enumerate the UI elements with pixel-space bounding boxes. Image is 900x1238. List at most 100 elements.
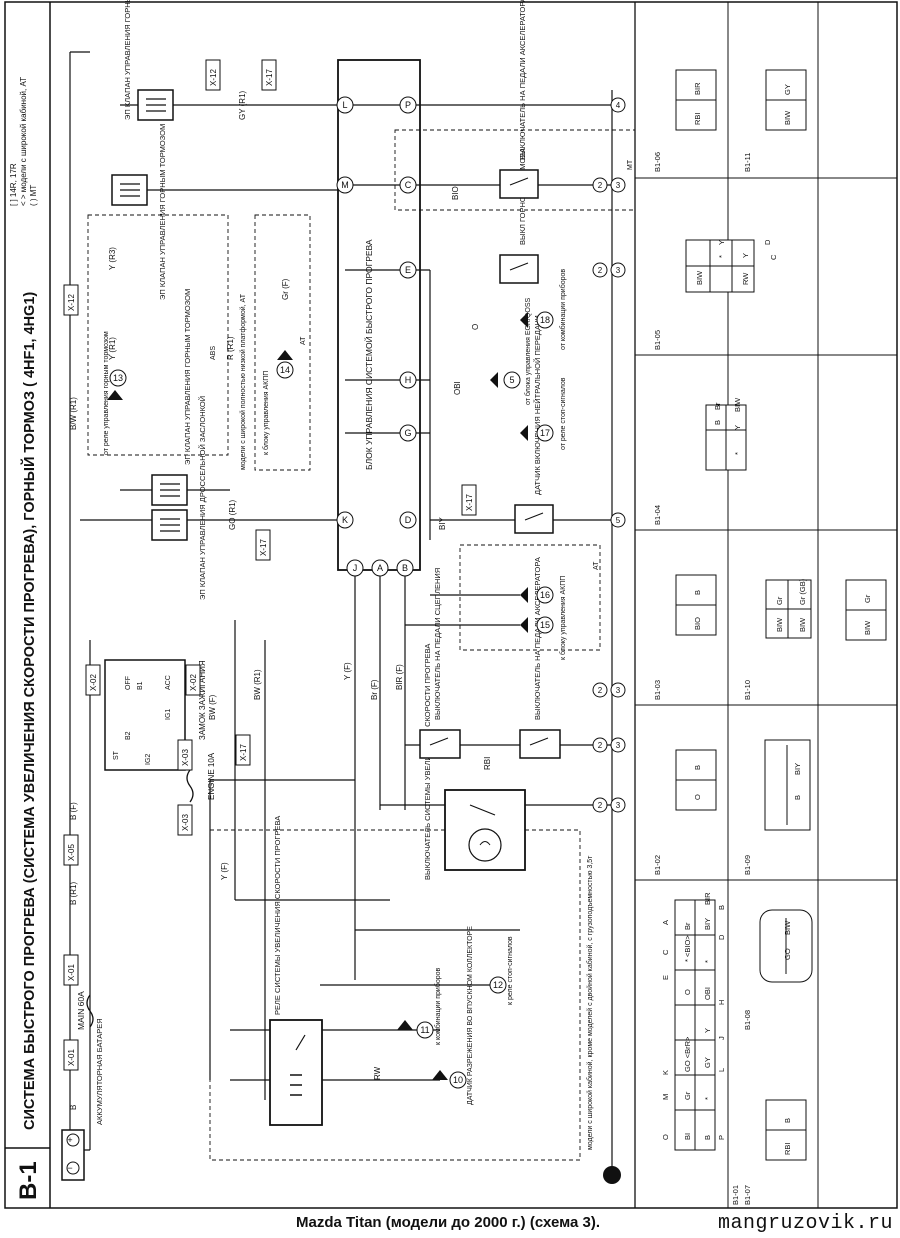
main-fuse-label: MAIN 60A	[76, 991, 86, 1030]
svg-text:ST: ST	[113, 750, 120, 760]
legend-line-3: ( ) MT	[29, 185, 38, 206]
svg-text:MT: MT	[627, 159, 634, 170]
svg-text:X-05: X-05	[67, 844, 76, 861]
x-connector-6: X-02	[85, 664, 101, 696]
cu-pin-p: P	[399, 96, 417, 114]
svg-text:OFF: OFF	[125, 676, 132, 690]
ignition-switch-box	[104, 659, 186, 771]
svg-text:12: 12	[493, 980, 503, 990]
connector-b1-09: B1-09 B BIY	[743, 739, 811, 875]
svg-text:2: 2	[598, 801, 603, 810]
warmup-relay-box	[269, 1019, 323, 1126]
svg-text:Gr: Gr	[683, 1091, 692, 1100]
svg-text:BIW: BIW	[695, 270, 704, 285]
svg-text:BIR: BIR	[693, 82, 702, 95]
connector-b1-06: B1-06 RBI BIR	[653, 69, 717, 172]
svg-text:GY: GY	[783, 84, 792, 95]
ground-pin-9: 3	[610, 262, 626, 278]
svg-text:BIR (F): BIR (F)	[395, 664, 404, 690]
svg-text:3: 3	[616, 181, 621, 190]
warmup-switch-label: ВЫКЛЮЧАТЕЛЬ СИСТЕМЫ УВЕЛИЧЕНИЯ СКОРОСТИ …	[423, 644, 432, 880]
connector-grid	[635, 2, 897, 1208]
svg-text:*: *	[733, 452, 742, 455]
svg-text:B1-05: B1-05	[653, 330, 662, 350]
svg-text:GY (R1): GY (R1)	[238, 90, 247, 120]
svg-text:OBI: OBI	[453, 381, 462, 395]
connector-b1-04: B1-04 B Br * Y BIW	[653, 397, 747, 525]
connector-b1-08: B1-08 GO BIW	[743, 909, 813, 1030]
svg-text:B1-06: B1-06	[653, 152, 662, 172]
svg-text:*: *	[717, 255, 726, 258]
svg-text:Y (R1): Y (R1)	[108, 337, 117, 360]
svg-text:−: −	[67, 1163, 72, 1173]
svg-text:BW (F): BW (F)	[208, 694, 217, 720]
neutral-sensor-symbol	[514, 504, 554, 534]
accel-switch-07-symbol	[519, 729, 561, 759]
svg-text:P: P	[717, 1135, 726, 1140]
svg-text:ДАТЧИК РАЗРЕЖЕНИЯ ВО ВПУСКНОМ: ДАТЧИК РАЗРЕЖЕНИЯ ВО ВПУСКНОМ КОЛЛЕКТОРЕ	[467, 926, 474, 1105]
svg-text:B1-11: B1-11	[743, 153, 752, 172]
warmup-relay-label: РЕЛЕ СИСТЕМЫ УВЕЛИЧЕНИЯ СКОРОСТИ ПРОГРЕВ…	[273, 816, 282, 1015]
ground-symbol	[603, 1166, 621, 1184]
svg-text:B1-01: B1-01	[731, 1185, 740, 1205]
throttle-valve-symbol	[151, 509, 188, 541]
svg-text:X-01: X-01	[67, 1049, 76, 1066]
svg-text:B: B	[402, 563, 408, 573]
svg-text:от реле управления горным торм: от реле управления горным тормозом	[103, 331, 110, 455]
svg-text:E: E	[661, 975, 670, 980]
ground-pin-2: 3	[610, 797, 626, 813]
ref-16: 16	[536, 586, 554, 604]
svg-text:A: A	[377, 563, 383, 573]
cu-pin-b: B	[396, 559, 414, 577]
svg-text:K: K	[661, 1070, 670, 1075]
brake-valve-1-label: ЭП КЛАПАН УПРАВЛЕНИЯ ГОРНЫМ ТОРМОЗОМ	[183, 289, 192, 465]
cu-pin-k: K	[336, 511, 354, 529]
ignition-terms: OFF B1 ACC IG1 ST B2 IG2	[113, 675, 172, 765]
x-connector-5: X-03	[177, 739, 193, 771]
svg-text:+: +	[67, 1135, 72, 1145]
svg-text:3: 3	[616, 741, 621, 750]
x-connector-11: X-12	[205, 59, 221, 91]
svg-text:B: B	[793, 795, 802, 800]
wire-labels: B B (R1) B (F) BW (F) BW (R1) B/W (R1) Y…	[69, 90, 492, 1110]
throttle-valve-label: ЭП КЛАПАН УПРАВЛЕНИЯ ДРОССЕЛЬНОЙ ЗАСЛОНК…	[198, 396, 207, 600]
svg-text:D: D	[763, 239, 772, 245]
ref-15: 15	[536, 616, 554, 634]
cu-pin-c: C	[399, 176, 417, 194]
svg-text:X-12: X-12	[67, 294, 76, 311]
svg-text:5: 5	[616, 516, 621, 525]
cu-pin-j: J	[346, 559, 364, 577]
accel-switch-03-symbol	[499, 169, 539, 199]
svg-text:GO (R1): GO (R1)	[228, 499, 237, 530]
svg-text:D: D	[405, 515, 412, 525]
cu-pin-m: M	[336, 176, 354, 194]
svg-text:E: E	[405, 265, 411, 275]
svg-text:B1-07: B1-07	[743, 1185, 752, 1205]
engine-fuse-label: ENGINE 10A	[207, 752, 216, 800]
x-connector-10: X-12	[63, 284, 79, 316]
connector-views: B1-01 O M K E C A BI Gr GO <BrR> O * <BI…	[653, 69, 887, 1205]
ref-18: 18	[536, 311, 554, 329]
svg-text:X-17: X-17	[259, 539, 268, 556]
svg-text:X-02: X-02	[89, 674, 98, 691]
svg-text:Y (F): Y (F)	[343, 662, 352, 680]
svg-text:B: B	[703, 1135, 712, 1140]
page-title: СИСТЕМА БЫСТРОГО ПРОГРЕВА (СИСТЕМА УВЕЛИ…	[20, 292, 38, 1130]
svg-text:A: A	[661, 920, 670, 925]
ref-17: 17	[536, 424, 554, 442]
svg-text:B: B	[69, 1105, 78, 1110]
svg-text:B: B	[713, 420, 722, 425]
svg-text:2: 2	[598, 181, 603, 190]
svg-text:* <BIO>: * <BIO>	[683, 935, 692, 962]
sheet-id: B-1	[15, 1161, 42, 1200]
x-connector-9: X-17	[255, 529, 271, 561]
svg-text:GY: GY	[703, 1057, 712, 1068]
svg-text:IG2: IG2	[145, 754, 152, 765]
svg-text:Gr: Gr	[863, 594, 872, 603]
svg-text:O: O	[661, 1134, 670, 1140]
svg-text:Gr: Gr	[775, 596, 784, 605]
svg-text:X-03: X-03	[181, 814, 190, 831]
x-connector-12: X-17	[261, 59, 277, 91]
svg-text:AT: AT	[300, 336, 307, 345]
svg-text:GO <BrR>: GO <BrR>	[683, 1036, 692, 1072]
